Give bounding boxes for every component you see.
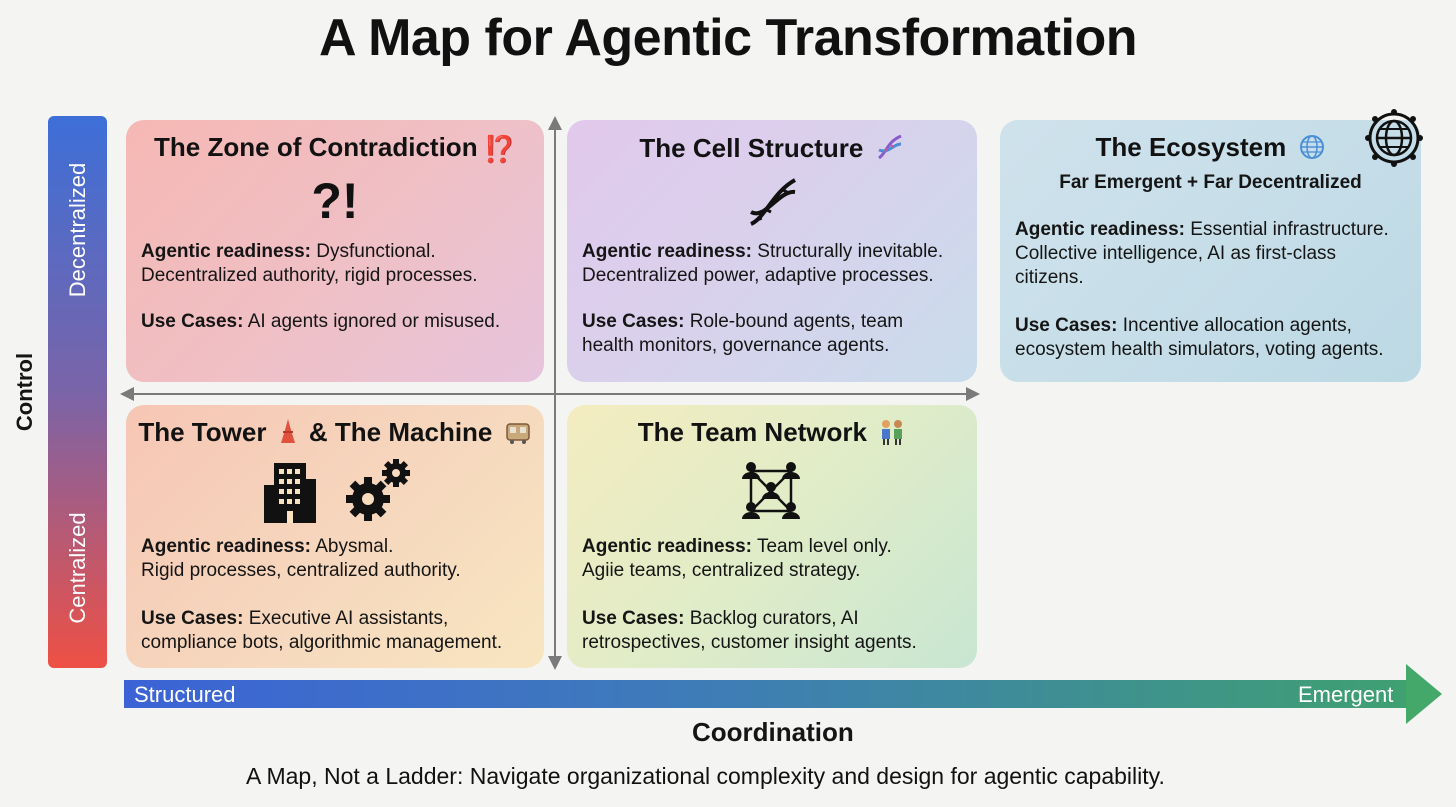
use-cases-value: Executive AI assistants, — [248, 608, 449, 629]
tram-icon — [505, 423, 530, 444]
footer-tagline: A Map, Not a Ladder: Navigate organizati… — [246, 763, 1165, 789]
cell-use-cases: Use Cases: Role-bound agents, team healt… — [582, 310, 967, 358]
readiness-label: Agentic readiness: — [582, 536, 752, 557]
use-cases-value: Backlog curators, AI — [689, 608, 859, 629]
coordination-axis-label: Coordination — [692, 717, 854, 747]
readiness-value: Structurally inevitable. — [757, 241, 944, 262]
readiness-detail: Collective intelligence, AI as first-cla… — [1015, 243, 1337, 264]
use-cases-detail: health monitors, governance agents. — [582, 335, 890, 356]
tower-use-cases: Use Cases: Executive AI assistants, comp… — [141, 607, 534, 655]
readiness-detail: Agiie teams, centralized strategy. — [582, 560, 861, 581]
use-cases-detail: compliance bots, algorithmic management. — [141, 632, 503, 653]
network-globe-icon — [1365, 109, 1423, 167]
team-readiness: Agentic readiness: Team level only. Agii… — [582, 535, 967, 583]
readiness-label: Agentic readiness: — [141, 241, 311, 262]
readiness-detail: Decentralized power, adaptive processes. — [582, 265, 934, 286]
coordination-arrowhead — [1406, 664, 1442, 724]
building-icon — [264, 463, 316, 523]
readiness-label: Agentic readiness: — [582, 241, 752, 262]
ecosystem-readiness: Agentic readiness: Essential infrastruct… — [1015, 218, 1411, 290]
decentralized-label: Decentralized — [65, 162, 90, 298]
use-cases-value: Incentive allocation agents, — [1122, 315, 1352, 336]
gears-icon — [346, 459, 410, 521]
control-axis-label: Control — [12, 352, 37, 432]
team-title: The Team Network — [637, 417, 867, 447]
use-cases-label: Use Cases: — [582, 311, 685, 332]
contradiction-use-cases: Use Cases: AI agents ignored or misused. — [141, 310, 534, 334]
team-title-row: The Team Network — [567, 417, 977, 448]
use-cases-label: Use Cases: — [582, 608, 685, 629]
quadrant-ecosystem: The Ecosystem Far Emergent + Far Decentr… — [1000, 109, 1423, 382]
readiness-value: Team level only. — [756, 536, 892, 557]
dna-helix-icon — [750, 178, 797, 226]
emergent-label: Emergent — [1298, 682, 1394, 707]
centralized-label: Centralized — [65, 512, 90, 624]
team-use-cases: Use Cases: Backlog curators, AI retrospe… — [582, 607, 967, 655]
quadrant-contradiction: The Zone of Contradiction⁉️ ?! Agentic r… — [126, 120, 544, 382]
right-arrowhead — [966, 387, 980, 401]
readiness-value: Dysfunctional. — [316, 241, 436, 262]
use-cases-label: Use Cases: — [141, 608, 244, 629]
page-title: A Map for Agentic Transformation — [319, 9, 1137, 67]
coordination-bar — [124, 680, 1406, 708]
ecosystem-title: The Ecosystem — [1095, 132, 1287, 162]
question-exclamation-glyph: ?! — [311, 173, 359, 229]
people-holding-hands-icon — [882, 420, 903, 445]
tower-title-row: The Tower & The Machine — [126, 417, 544, 448]
readiness-detail-2: citizens. — [1015, 267, 1084, 288]
contradiction-title: The Zone of Contradiction — [154, 132, 478, 162]
use-cases-label: Use Cases: — [1015, 315, 1118, 336]
dna-icon — [877, 134, 902, 160]
up-arrowhead — [548, 116, 562, 130]
contradiction-readiness: Agentic readiness: Dysfunctional. Decent… — [141, 240, 534, 288]
readiness-value: Essential infrastructure. — [1190, 219, 1389, 240]
use-cases-label: Use Cases: — [141, 311, 244, 332]
use-cases-value: Role-bound agents, team — [689, 311, 904, 332]
readiness-detail: Decentralized authority, rigid processes… — [141, 265, 478, 286]
cell-title: The Cell Structure — [639, 133, 864, 163]
down-arrowhead — [548, 656, 562, 670]
ecosystem-use-cases: Use Cases: Incentive allocation agents, … — [1015, 314, 1411, 362]
ecosystem-subtitle: Far Emergent + Far Decentralized — [1059, 172, 1362, 193]
coordination-gradient-arrow: Structured Emergent — [124, 664, 1442, 724]
cell-title-row: The Cell Structure — [567, 132, 977, 164]
quadrant-tower-machine: The Tower & The Machine — [126, 405, 544, 668]
left-arrowhead — [120, 387, 134, 401]
quadrant-team-network: The Team Network Agentic readiness: Team… — [567, 405, 977, 668]
tower-icon — [280, 419, 295, 443]
use-cases-detail: retrospectives, customer insight agents. — [582, 632, 917, 653]
use-cases-detail: ecosystem health simulators, voting agen… — [1015, 339, 1384, 360]
ecosystem-title-row: The Ecosystem — [1000, 132, 1421, 163]
horizontal-axis-line — [130, 393, 968, 395]
readiness-label: Agentic readiness: — [141, 536, 311, 557]
tower-title-b: & The Machine — [308, 417, 493, 447]
globe-icon — [1300, 135, 1325, 159]
team-network-icon — [742, 462, 800, 519]
cell-readiness: Agentic readiness: Structurally inevitab… — [582, 240, 967, 288]
tower-readiness: Agentic readiness: Abysmal. Rigid proces… — [141, 535, 534, 583]
contradiction-title-row: The Zone of Contradiction⁉️ — [126, 132, 544, 165]
use-cases-value: AI agents ignored or misused. — [247, 311, 501, 332]
readiness-detail: Rigid processes, centralized authority. — [141, 560, 461, 581]
tower-title-a: The Tower — [138, 417, 267, 447]
readiness-label: Agentic readiness: — [1015, 219, 1185, 240]
structured-label: Structured — [134, 682, 236, 707]
quadrant-cell-structure: The Cell Structure Agentic readiness: St… — [567, 120, 977, 382]
readiness-value: Abysmal. — [315, 536, 394, 557]
control-gradient-bar: Decentralized Centralized — [48, 116, 107, 668]
exclamation-question-icon: ⁉️ — [483, 134, 516, 164]
